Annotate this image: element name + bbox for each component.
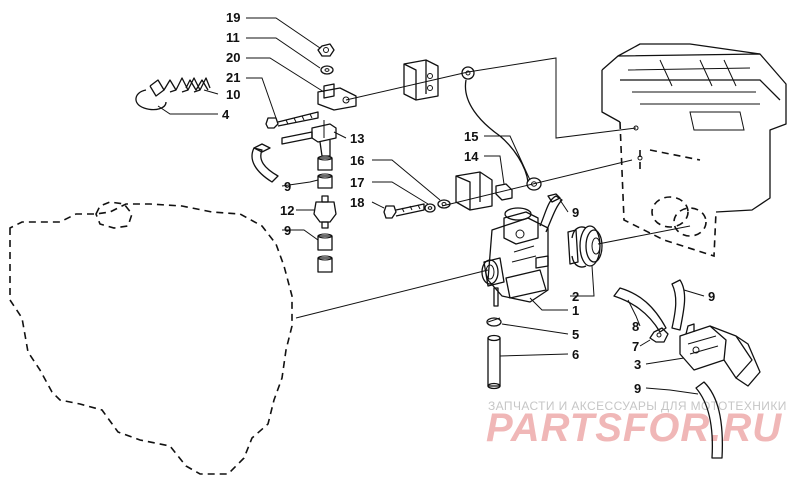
callout-19: 19 [226,10,240,25]
callout-9-c: 9 [572,205,579,220]
airbox [601,43,787,258]
vent-hose-9-left-end [253,143,271,153]
nut-19 [317,43,335,57]
callout-11: 11 [226,30,240,45]
callout-9-e: 9 [634,381,641,396]
clamp-5 [486,317,502,327]
bolt-18 [383,203,425,219]
hose-9-lower [695,381,724,459]
clip-4 [135,89,167,111]
callout-leaders [157,17,705,395]
watermark-tagline: ЗАПЧАСТИ И АКСЕССУАРЫ ДЛЯ МОТОТЕХНИКИ [488,399,787,413]
carb-bracket-mid [455,171,493,211]
adapter-2 [567,225,603,268]
washer-16 [437,199,451,209]
callout-9-a: 9 [284,179,291,194]
callout-15: 15 [464,129,478,144]
watermark: ЗАПЧАСТИ И АКСЕССУАРЫ ДЛЯ МОТОТЕХНИКИ PA… [486,399,787,450]
fuel-pump-3 [679,323,761,387]
fuel-hose-9-lower [317,233,333,273]
callout-4: 4 [222,107,230,122]
callout-9-d: 9 [708,289,715,304]
cable-bracket-top [403,59,439,101]
callout-18: 18 [350,195,364,210]
screw-21 [265,111,319,129]
callout-7: 7 [632,339,639,354]
washer-17 [424,203,436,213]
assembly-lines [295,57,691,319]
callout-10: 10 [226,87,240,102]
drain-tube-6 [487,334,501,390]
spacer-15 [526,177,542,191]
vent-hose-9-right [671,279,686,331]
callout-17: 17 [350,175,364,190]
callout-9-b: 9 [284,223,291,238]
bracket-20 [317,83,357,111]
vent-hose-9-carb [547,193,561,203]
callout-6: 6 [572,347,579,362]
callout-14: 14 [464,149,479,164]
collar-14 [495,183,513,201]
fitting-13 [281,123,337,157]
callout-20: 20 [226,50,240,65]
callout-16: 16 [350,153,364,168]
fuel-filter-12 [313,195,337,229]
spring-10 [149,77,211,97]
callout-3: 3 [634,357,641,372]
callout-labels: 19 11 20 21 10 4 13 15 14 16 17 18 9 12 … [222,10,715,396]
fuel-hose-9-upper [317,155,333,189]
engine-boss [95,201,133,229]
callout-2: 2 [572,289,579,304]
callout-5: 5 [572,327,579,342]
washer-11 [320,65,334,75]
callout-1: 1 [572,303,579,318]
carburetor-1 [481,195,563,307]
watermark-logo: PARTSFOR.RU [486,406,782,450]
callout-13: 13 [350,131,364,146]
nut-7 [649,327,669,343]
callout-21: 21 [226,70,240,85]
callout-12: 12 [280,203,294,218]
engine-outline [9,203,293,475]
hose-8 [613,287,667,333]
vent-hose-9-left [251,147,279,183]
callout-8: 8 [632,319,639,334]
grommet-top [461,66,475,80]
